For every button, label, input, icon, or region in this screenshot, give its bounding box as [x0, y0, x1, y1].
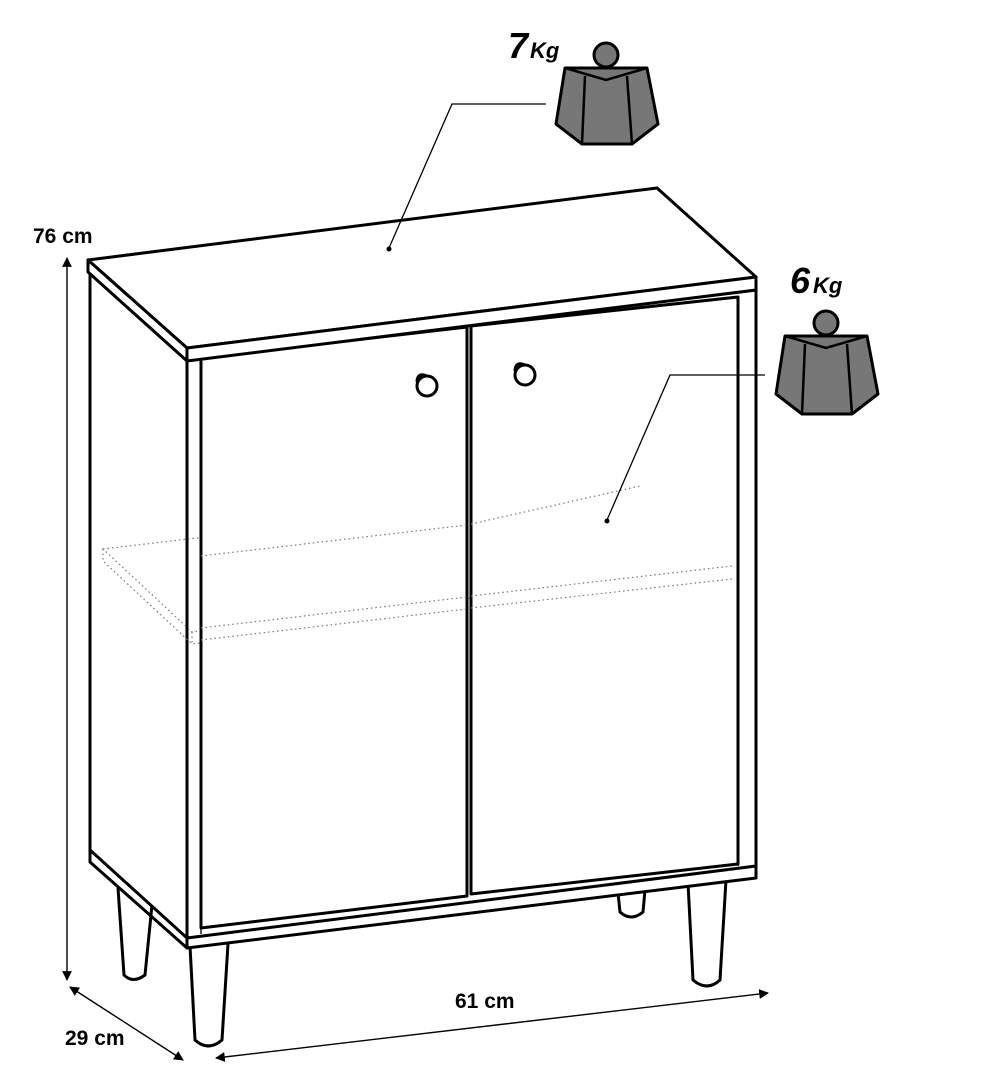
- arrow-icon: [215, 989, 769, 1062]
- door-right: [469, 295, 740, 896]
- dimension-width: 61 cm: [215, 989, 769, 1062]
- door-knob-icon: [513, 362, 537, 387]
- arrow-icon: [69, 986, 184, 1061]
- leg-front-left: [188, 943, 230, 1048]
- top-load-callout: 7 Kg: [386, 25, 660, 252]
- shelf-load-callout: 6 Kg: [604, 260, 880, 524]
- leg-front-right: [686, 879, 728, 988]
- weight-icon: [554, 41, 660, 146]
- cabinet: [86, 186, 758, 950]
- leg-back-right: [616, 889, 647, 919]
- shelf-load-unit: Kg: [813, 273, 843, 298]
- door-left: [199, 325, 469, 930]
- depth-label: 29 cm: [65, 1027, 125, 1050]
- side-panel: [88, 271, 189, 940]
- shelf-load-number: 6: [790, 260, 811, 301]
- door-knob-icon: [415, 373, 439, 398]
- dimension-depth: 29 cm: [65, 986, 184, 1061]
- weight-icon: [774, 309, 880, 416]
- height-label: 76 cm: [33, 225, 93, 248]
- dimension-height: 76 cm: [33, 225, 93, 981]
- bottom-panel: [88, 848, 189, 950]
- top-load-unit: Kg: [530, 38, 560, 63]
- width-label: 61 cm: [455, 990, 515, 1013]
- top-load-number: 7: [508, 25, 530, 66]
